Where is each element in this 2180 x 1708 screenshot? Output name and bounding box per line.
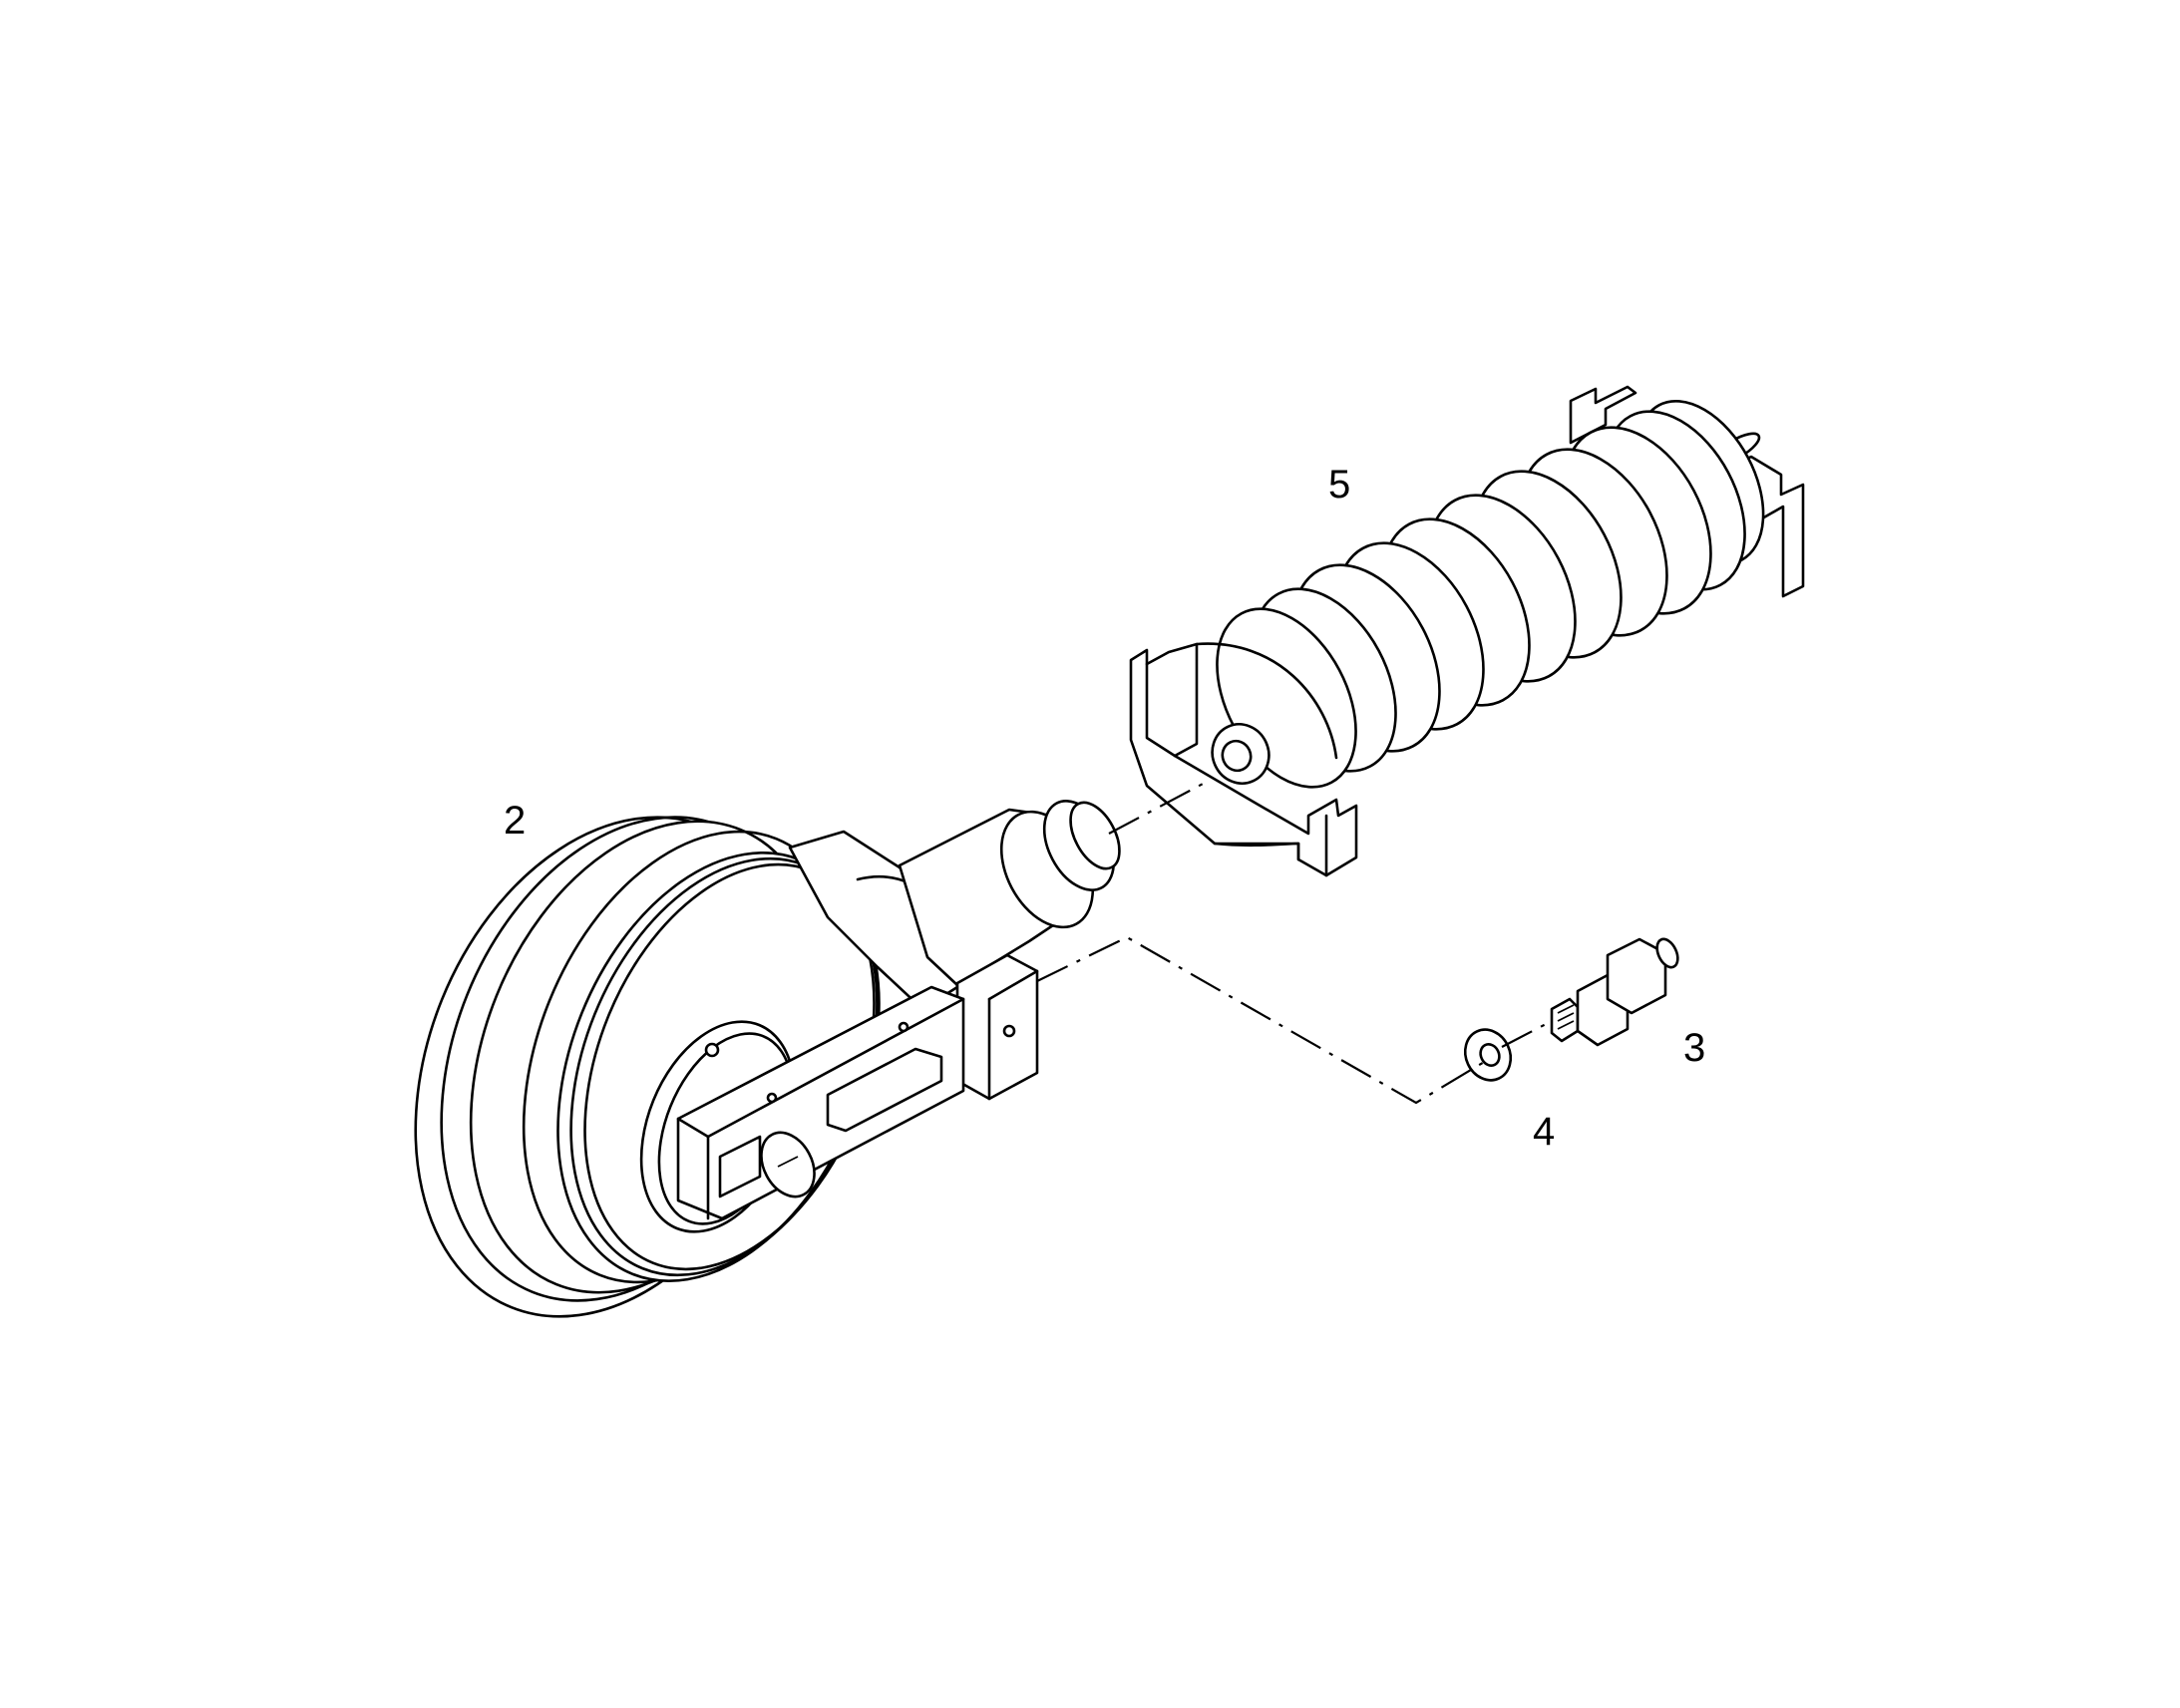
sealing-washer: [1463, 1028, 1513, 1082]
idler-wheel-assembly: [414, 800, 1121, 1318]
callout-5: 5: [1328, 463, 1351, 507]
spring-coils: [1216, 399, 1765, 789]
front-spring-bracket: [1129, 642, 1358, 877]
assembly-lines: [1036, 781, 1553, 1105]
tension-spring-assembly: [1129, 385, 1805, 877]
callout-2: 2: [504, 799, 527, 843]
idler-yoke: [676, 800, 1121, 1220]
grease-valve: [1550, 937, 1679, 1047]
callout-4: 4: [1533, 1110, 1556, 1154]
callout-3: 3: [1683, 1026, 1706, 1070]
